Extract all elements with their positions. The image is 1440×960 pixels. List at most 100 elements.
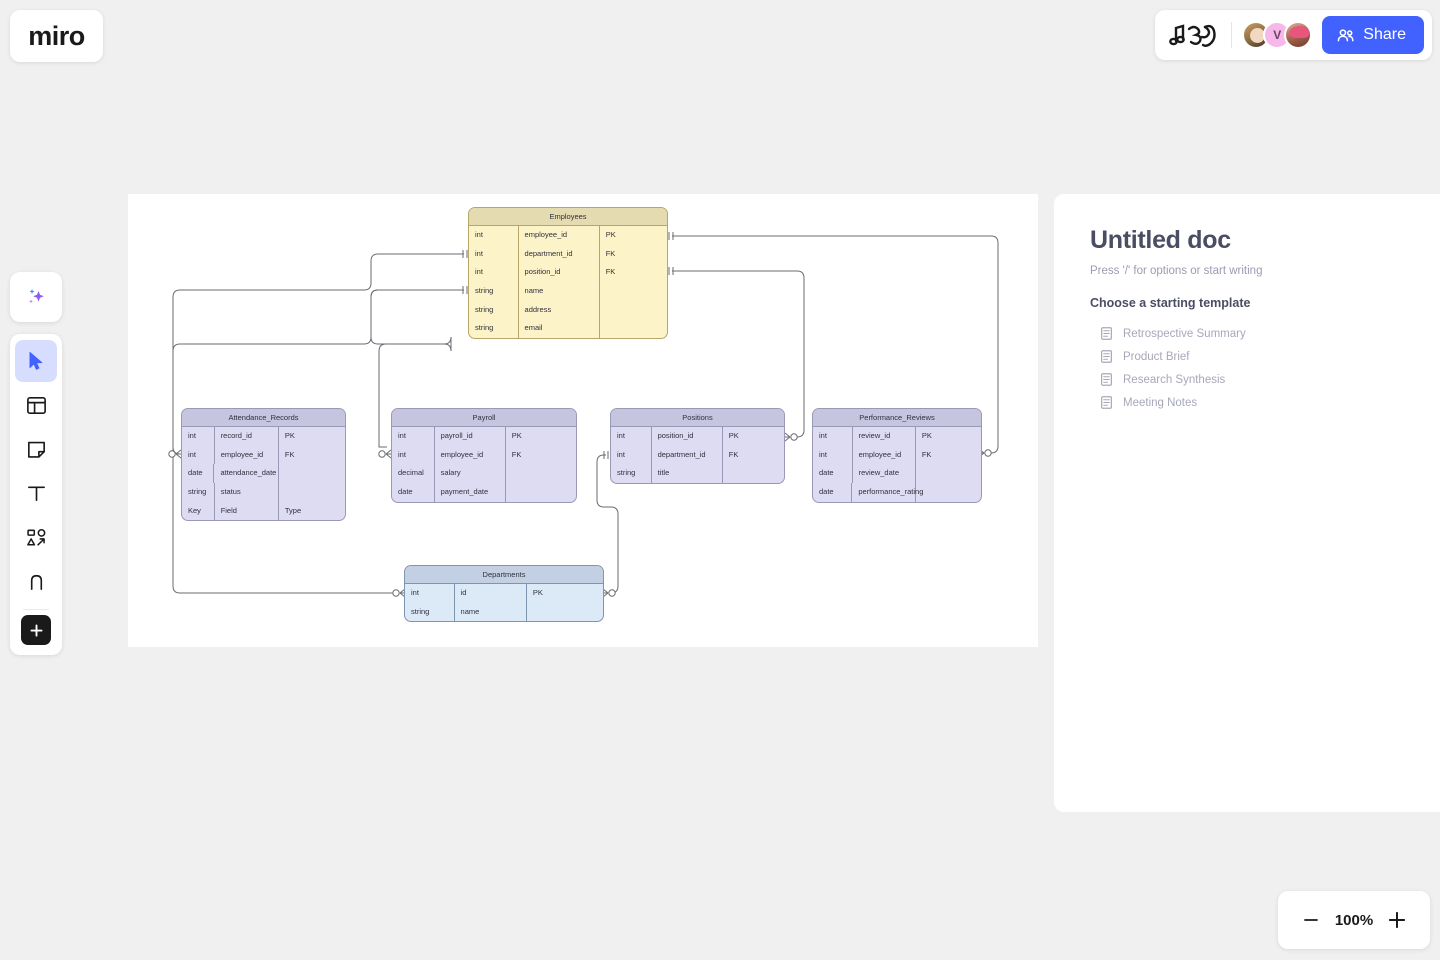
document-icon bbox=[1101, 396, 1112, 409]
er-table-title: Employees bbox=[469, 208, 667, 226]
doc-title[interactable]: Untitled doc bbox=[1090, 226, 1231, 254]
er-col-type: date bbox=[813, 482, 853, 502]
er-col-key bbox=[916, 464, 981, 483]
er-col-field: id bbox=[455, 584, 527, 603]
plus-icon bbox=[30, 624, 42, 636]
er-col-key bbox=[506, 464, 576, 483]
er-col-type: string bbox=[611, 464, 652, 483]
template-item-meeting-notes[interactable]: Meeting Notes bbox=[1090, 391, 1400, 414]
template-item-research-synthesis[interactable]: Research Synthesis bbox=[1090, 368, 1400, 391]
er-col-key: FK bbox=[605, 248, 616, 258]
er-col-field: review_date bbox=[853, 464, 916, 483]
er-col-key: FK bbox=[511, 449, 522, 459]
er-col-type: int bbox=[182, 445, 215, 465]
er-table-title: Payroll bbox=[392, 409, 576, 427]
zoom-in-button[interactable] bbox=[1384, 907, 1410, 933]
people-icon bbox=[1338, 28, 1354, 41]
er-col-type: int bbox=[813, 427, 853, 446]
text-tool[interactable] bbox=[15, 472, 57, 514]
er-col-type: int bbox=[392, 427, 435, 446]
top-bar: V Share bbox=[1155, 10, 1432, 60]
er-table-title: Performance_Reviews bbox=[813, 409, 981, 427]
er-col-key: FK bbox=[728, 449, 739, 459]
collaborator-avatars[interactable]: V bbox=[1242, 21, 1313, 49]
sparkle-ai-icon bbox=[29, 289, 44, 304]
er-col-field: address bbox=[519, 300, 600, 320]
er-col-key: PK bbox=[921, 431, 932, 440]
er-col-field: employee_id bbox=[853, 445, 916, 465]
document-icon bbox=[1101, 327, 1112, 340]
share-label: Share bbox=[1363, 26, 1406, 43]
select-tool[interactable] bbox=[15, 340, 57, 382]
er-col-type: int bbox=[469, 263, 519, 282]
er-col-field: review_id bbox=[853, 427, 916, 446]
avatar[interactable] bbox=[1284, 21, 1313, 49]
templates-tool[interactable] bbox=[15, 384, 57, 426]
zoom-level-label: 100% bbox=[1334, 911, 1374, 929]
er-col-type: string bbox=[469, 300, 519, 320]
er-col-key bbox=[600, 319, 667, 338]
template-item-product-brief[interactable]: Product Brief bbox=[1090, 345, 1400, 368]
er-col-key bbox=[600, 301, 667, 320]
sticky-note-tool[interactable] bbox=[15, 428, 57, 470]
more-apps-button[interactable] bbox=[21, 615, 51, 645]
template-item-retrospective-summary[interactable]: Retrospective Summary bbox=[1090, 322, 1400, 345]
pen-tool[interactable] bbox=[15, 560, 57, 602]
er-col-key: PK bbox=[605, 230, 616, 239]
er-col-field: employee_id bbox=[519, 226, 600, 245]
ai-tool[interactable] bbox=[15, 276, 57, 318]
er-col-type: Key bbox=[182, 501, 215, 521]
er-col-field: employee_id bbox=[215, 445, 279, 465]
er-col-key bbox=[527, 603, 603, 622]
document-icon bbox=[1101, 373, 1112, 386]
er-col-key: Type bbox=[284, 505, 302, 515]
er-col-type: int bbox=[469, 244, 519, 264]
er-col-type: int bbox=[469, 226, 519, 245]
er-col-field: department_id bbox=[652, 445, 723, 465]
miro-logo[interactable]: miro bbox=[10, 10, 103, 62]
er-col-field: Field bbox=[215, 501, 279, 521]
share-button[interactable]: Share bbox=[1322, 16, 1424, 54]
ai-tool-group bbox=[10, 272, 62, 322]
miro-wordmark: miro bbox=[28, 20, 85, 51]
er-col-field: attendance_date bbox=[214, 464, 280, 483]
shapes-tool[interactable] bbox=[15, 516, 57, 558]
zoom-out-button[interactable] bbox=[1298, 907, 1324, 933]
doc-panel[interactable]: Untitled doc Press '/' for options or st… bbox=[1054, 194, 1440, 812]
er-col-key: FK bbox=[605, 267, 616, 277]
er-col-type: int bbox=[392, 445, 435, 465]
zoom-control: 100% bbox=[1278, 891, 1430, 949]
er-table-title: Positions bbox=[611, 409, 784, 427]
er-col-type: string bbox=[469, 319, 519, 338]
